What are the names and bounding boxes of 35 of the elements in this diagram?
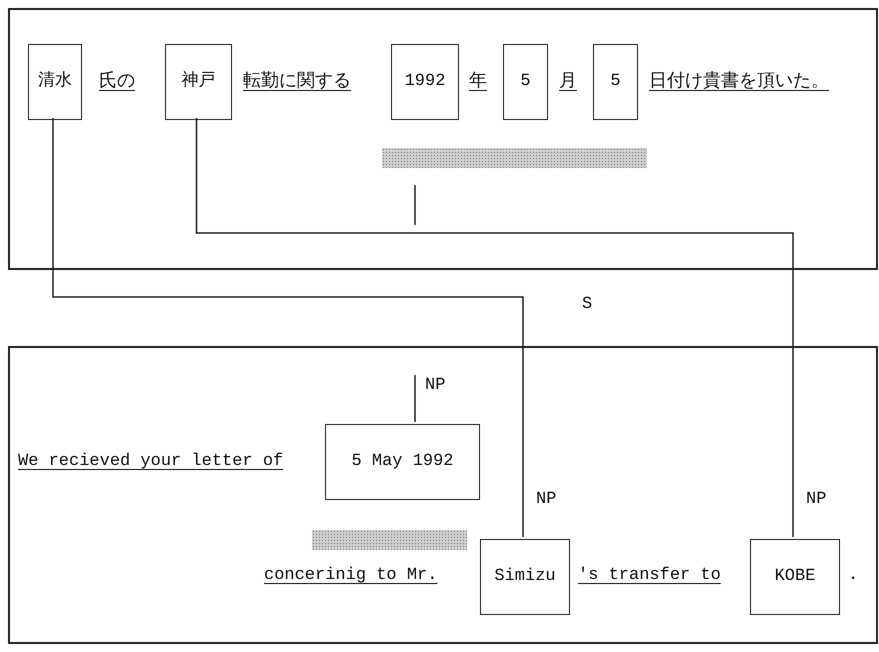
word-box <box>503 44 548 120</box>
underlined-phrase: 年 <box>469 72 487 90</box>
box-text: 5 <box>610 71 621 94</box>
box-text: 5 <box>520 71 531 94</box>
tree-line <box>196 118 794 537</box>
tree-label: NP <box>806 491 826 508</box>
word-box <box>391 44 459 120</box>
underlined-phrase: We recieved your letter of <box>18 453 284 470</box>
underlined-phrase: 氏の <box>99 72 135 90</box>
box-text: 5 May 1992 <box>351 451 454 474</box>
box-text: KOBE <box>774 566 816 588</box>
box-text: Simizu <box>494 566 556 588</box>
word-box <box>593 44 638 120</box>
tree-label: NP <box>425 377 446 394</box>
tree-line <box>52 118 524 537</box>
underlined-phrase: concerinig to Mr. <box>264 567 438 584</box>
underlined-phrase: 月 <box>559 72 577 90</box>
box-text: 1992 <box>404 71 446 94</box>
shaded-bar <box>382 148 647 168</box>
tree-label: S <box>582 296 592 313</box>
underlined-phrase: 日付け貴書を頂いた。 <box>649 72 829 90</box>
word-box <box>165 44 232 120</box>
underlined-phrase: 転勤に関する <box>243 72 351 90</box>
box-text: 清水 <box>38 70 72 94</box>
word-box <box>325 424 480 500</box>
word-box <box>480 539 570 615</box>
box-text: 神戸 <box>182 70 216 94</box>
word-box <box>750 539 840 615</box>
panel-frame <box>8 8 878 270</box>
shaded-bar <box>312 530 467 550</box>
panel-frame <box>8 346 878 644</box>
underlined-phrase: 's transfer to <box>578 567 721 584</box>
word-box <box>28 44 82 120</box>
tree-label: NP <box>536 491 556 508</box>
tree-label: . <box>848 567 858 584</box>
